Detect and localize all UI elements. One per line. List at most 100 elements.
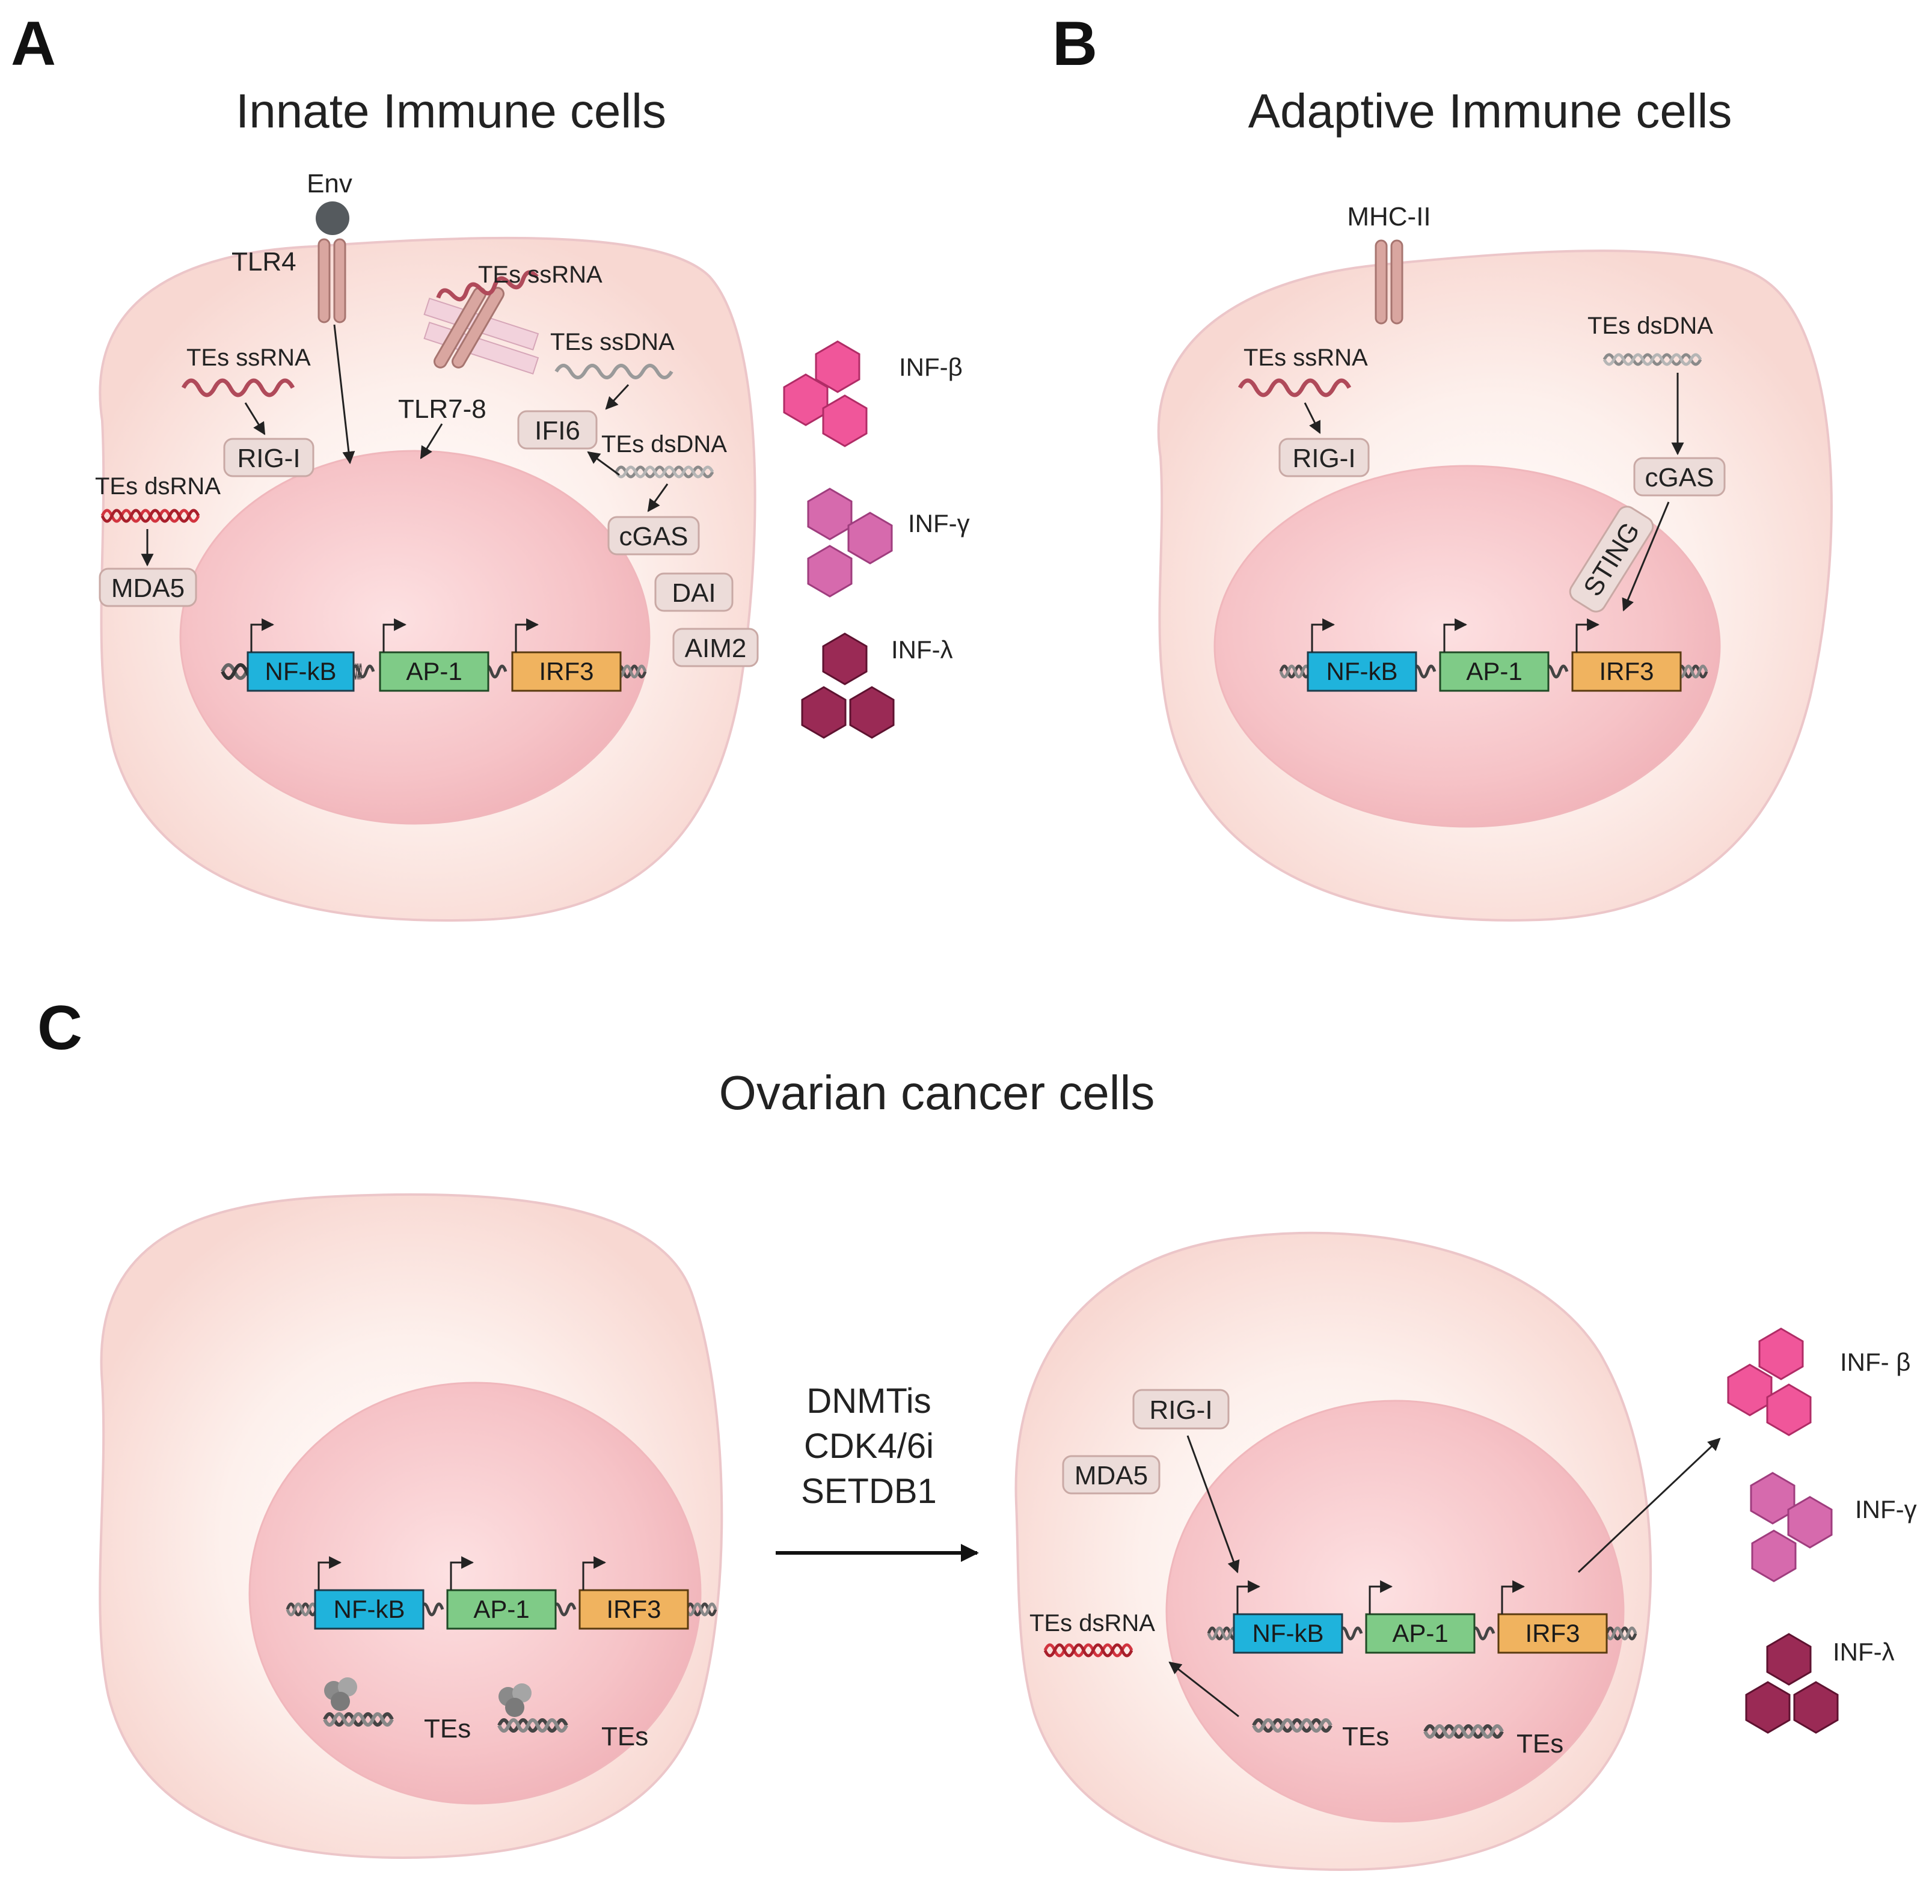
gene-label-ap1-a: AP-1 bbox=[406, 657, 462, 685]
gene-label-ap1-c-left: AP-1 bbox=[473, 1595, 529, 1623]
dai-box bbox=[654, 572, 734, 612]
tes-dsdna-b-label: TEs dsDNA bbox=[1587, 313, 1713, 339]
mda5-label: MDA5 bbox=[111, 574, 185, 603]
gene-label-nfkb-b: NF-kB bbox=[1326, 657, 1398, 685]
gene-irf3-c-right bbox=[1497, 1613, 1608, 1654]
silenced-te-2-icon bbox=[497, 1683, 568, 1733]
gene-track-a: NF-kB AP-1 IRF3 bbox=[222, 618, 647, 692]
dsrna-icon bbox=[100, 509, 200, 523]
ssrna-left-icon bbox=[181, 378, 295, 397]
rig-i-box bbox=[223, 438, 314, 477]
tlr7-8-receptor-icon bbox=[423, 287, 539, 375]
silenced-te-1-icon bbox=[323, 1677, 394, 1727]
drug-label-2: CDK4/6i bbox=[804, 1427, 934, 1466]
env-ligand-icon bbox=[316, 201, 349, 235]
mda5-box-c bbox=[1062, 1455, 1161, 1495]
env-label: Env bbox=[307, 169, 352, 198]
tes-dsdna-label: TEs dsDNA bbox=[601, 431, 727, 458]
ssdna-icon bbox=[554, 364, 673, 379]
gene-label-nfkb-a: NF-kB bbox=[265, 657, 337, 685]
inf-lambda-label-c: INF-λ bbox=[1833, 1638, 1895, 1666]
tes-ssrna-b-label: TEs ssRNA bbox=[1244, 344, 1368, 371]
gene-ap1-c-right bbox=[1365, 1613, 1476, 1654]
gene-track-b: NF-kB AP-1 IRF3 bbox=[1279, 618, 1708, 692]
dsdna-icon bbox=[615, 465, 714, 479]
cgas-box-b bbox=[1633, 457, 1726, 497]
panel-c-title: Ovarian cancer cells bbox=[719, 1066, 1155, 1119]
gene-label-nfkb-c-right: NF-kB bbox=[1253, 1619, 1324, 1647]
gene-track-c-left: NF-kB AP-1 IRF3 bbox=[286, 1556, 717, 1630]
tss-arrow-icon bbox=[250, 618, 275, 652]
innate-nucleus bbox=[179, 450, 651, 825]
ssrna-top-icon bbox=[436, 270, 539, 302]
rig-i-label-b: RIG-I bbox=[1292, 444, 1355, 473]
gene-label-irf3-b: IRF3 bbox=[1599, 657, 1654, 685]
inf-gamma-label-c: INF-γ bbox=[1855, 1495, 1917, 1523]
tes-ssdna-label: TEs ssDNA bbox=[550, 329, 675, 355]
tlr4-receptor-icon bbox=[317, 238, 331, 323]
inf-gamma-hex-icon bbox=[807, 488, 853, 540]
panel-b-title: Adaptive Immune cells bbox=[1248, 84, 1732, 138]
inf-lambda-hex-icon-c bbox=[1766, 1633, 1812, 1686]
tlr4-label: TLR4 bbox=[232, 247, 296, 277]
te-label-c-left-2: TEs bbox=[601, 1722, 648, 1751]
panel-letter-c: C bbox=[37, 993, 82, 1063]
gene-irf3-b bbox=[1571, 651, 1682, 692]
panel-b: B Adaptive Immune cells MHC-II TEs ssRNA… bbox=[1052, 9, 1833, 922]
inf-lambda-label-a: INF-λ bbox=[891, 635, 953, 664]
gene-label-irf3-a: IRF3 bbox=[539, 657, 593, 685]
inf-gamma-label-a: INF-γ bbox=[908, 509, 970, 537]
te-label-c-right-2: TEs bbox=[1516, 1729, 1563, 1759]
panel-a-title: Innate Immune cells bbox=[236, 84, 666, 138]
mda5-box bbox=[99, 568, 197, 607]
gene-irf3-a bbox=[511, 651, 622, 692]
tes-dsrna-c-label: TEs dsRNA bbox=[1029, 1610, 1155, 1636]
panel-c: C Ovarian cancer cells NF-kB AP-1 IRF3 bbox=[37, 993, 1917, 1872]
rig-i-label: RIG-I bbox=[237, 444, 300, 473]
inf-beta-label-c: INF- β bbox=[1840, 1348, 1910, 1376]
gene-nfkb-c-right bbox=[1233, 1613, 1343, 1654]
active-te-2-icon bbox=[1423, 1724, 1504, 1739]
gene-label-nfkb-c-left: NF-kB bbox=[334, 1595, 405, 1623]
gene-label-irf3-c-left: IRF3 bbox=[606, 1595, 661, 1623]
rig-i-box-c bbox=[1132, 1389, 1230, 1430]
cgas-label-b: cGAS bbox=[1645, 463, 1714, 492]
panel-letter-b: B bbox=[1052, 9, 1097, 79]
dai-label: DAI bbox=[672, 578, 716, 608]
gene-irf3-c-left bbox=[578, 1589, 689, 1630]
inf-lambda-hex-icon bbox=[822, 632, 868, 685]
rig-i-label-c: RIG-I bbox=[1149, 1395, 1212, 1425]
ifi6-label: IFI6 bbox=[535, 416, 580, 445]
gene-nfkb-a bbox=[247, 651, 355, 692]
ifi6-box bbox=[517, 410, 598, 450]
mhc-ii-label: MHC-II bbox=[1347, 202, 1431, 231]
cgas-box bbox=[607, 516, 700, 556]
tes-dsrna-label: TEs dsRNA bbox=[95, 473, 221, 500]
inf-beta-hex-icon-c bbox=[1758, 1327, 1804, 1380]
active-te-1-icon bbox=[1252, 1718, 1332, 1733]
gene-label-ap1-c-right: AP-1 bbox=[1392, 1619, 1448, 1647]
panel-letter-a: A bbox=[11, 9, 56, 79]
panel-a: A Innate Immune cells Env TLR4 TEs ssRNA… bbox=[11, 9, 970, 922]
ssrna-b-icon bbox=[1237, 378, 1352, 397]
gene-ap1-c-left bbox=[446, 1589, 557, 1630]
tlr7-8-label: TLR7-8 bbox=[398, 394, 486, 424]
dsdna-b-icon bbox=[1602, 353, 1702, 366]
gene-ap1-b bbox=[1439, 651, 1550, 692]
inf-beta-label-a: INF-β bbox=[899, 353, 963, 381]
drug-label-1: DNMTis bbox=[806, 1382, 931, 1421]
te-label-c-right-1: TEs bbox=[1342, 1722, 1389, 1751]
te-label-c-left-1: TEs bbox=[424, 1714, 471, 1743]
mhc-ii-receptor-icon bbox=[1375, 239, 1388, 325]
rig-i-box-b bbox=[1278, 438, 1370, 477]
tes-ssrna-top-label: TEs ssRNA bbox=[478, 262, 603, 288]
cancer-nucleus-right bbox=[1165, 1400, 1625, 1823]
gene-nfkb-b bbox=[1307, 651, 1417, 692]
gene-label-ap1-b: AP-1 bbox=[1466, 657, 1522, 685]
aim2-label: AIM2 bbox=[685, 634, 747, 663]
mda5-label-c: MDA5 bbox=[1075, 1461, 1148, 1490]
gene-track-c-right: NF-kB AP-1 IRF3 bbox=[1207, 1580, 1637, 1654]
gene-ap1-a bbox=[379, 651, 489, 692]
gene-label-irf3-c-right: IRF3 bbox=[1525, 1619, 1580, 1647]
